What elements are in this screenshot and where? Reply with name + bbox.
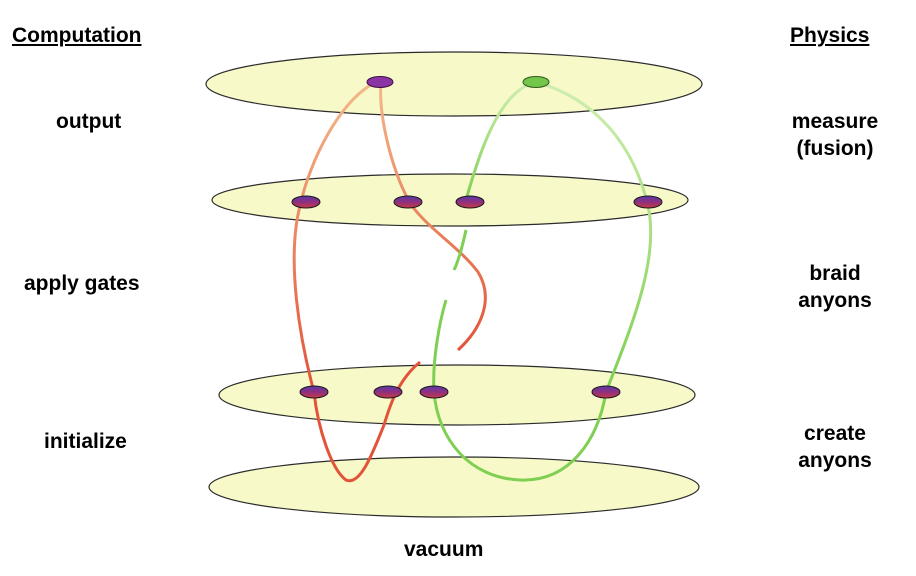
label-braid: braid anyons [780, 260, 890, 315]
green-worldline-right [535, 80, 653, 393]
label-create-line1: create [804, 422, 866, 445]
anyon-init-2 [373, 385, 403, 399]
plane-initialize [218, 364, 696, 426]
label-initialize: initialize [44, 430, 127, 453]
anyon-output-purple [366, 76, 394, 88]
red-worldline-left [292, 80, 377, 393]
label-vacuum: vacuum [404, 538, 484, 561]
label-measure-line1: measure [791, 110, 879, 133]
label-create-line2: anyons [798, 449, 872, 473]
anyon-gate-2 [393, 195, 423, 209]
anyon-gate-3 [455, 195, 485, 209]
anyon-init-3 [419, 385, 449, 399]
anyon-gate-4 [633, 195, 663, 209]
label-apply-gates: apply gates [24, 272, 140, 295]
red-worldline-braid [379, 81, 487, 352]
physics-header: Physics [790, 24, 870, 47]
label-measure-line2: (fusion) [796, 137, 874, 161]
label-output: output [56, 110, 122, 133]
plane-output [205, 51, 703, 117]
green-worldline-creation [432, 391, 608, 482]
anyon-output-green [522, 76, 550, 88]
label-create: create anyons [780, 420, 890, 475]
plane-apply-gates [211, 173, 689, 227]
green-worldline-braid [432, 229, 468, 393]
anyon-init-1 [299, 385, 329, 399]
label-braid-line1: braid [809, 262, 861, 285]
anyon-gate-1 [291, 195, 321, 209]
anyon-init-4 [591, 385, 621, 399]
computation-header: Computation [12, 24, 142, 47]
label-braid-line2: anyons [798, 289, 872, 313]
plane-vacuum [208, 456, 700, 518]
green-worldline-top [464, 80, 537, 201]
label-measure: measure (fusion) [780, 108, 890, 163]
